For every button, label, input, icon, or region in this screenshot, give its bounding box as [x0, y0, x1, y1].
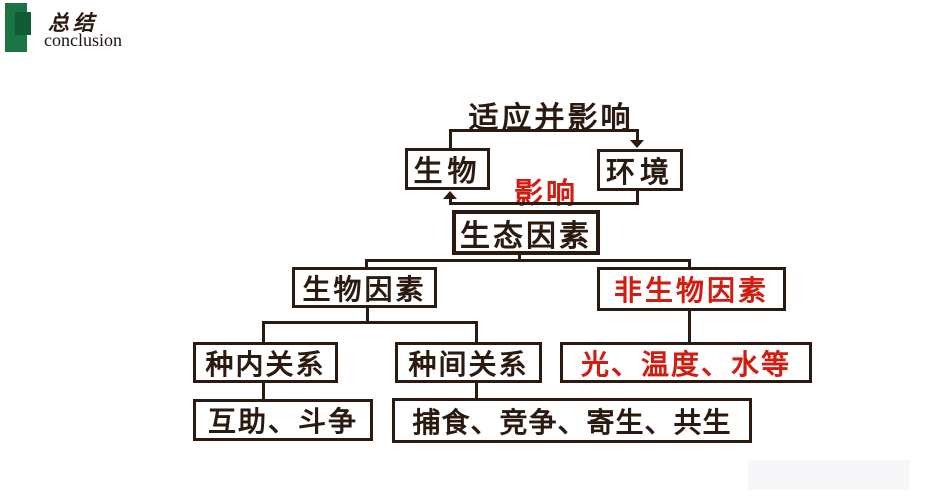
connector-biotic-down-stub — [366, 308, 369, 323]
slide-section-subtitle: conclusion — [44, 30, 122, 50]
node-intraspecific-examples: 互助、斗争 — [193, 399, 373, 441]
connector-biotic-bracket-horizontal — [262, 321, 478, 324]
node-interspecific-relation: 种间关系 — [395, 342, 542, 383]
connector-to-biotic-vertical — [365, 259, 368, 268]
node-environment: 环境 — [597, 149, 683, 191]
connector-top-horizontal — [449, 129, 639, 132]
arrowhead-into-environment — [630, 140, 644, 148]
connector-to-interspecific-vertical — [475, 321, 478, 342]
faint-watermark-band — [748, 460, 910, 490]
connector-interspecific-to-examples — [475, 383, 478, 398]
badge-green-step — [15, 12, 31, 35]
node-biotic-factors: 生物因素 — [292, 267, 437, 308]
node-organism: 生物 — [405, 148, 490, 190]
label-influence: 影响 — [513, 178, 578, 210]
connector-influence-horizontal — [449, 202, 639, 205]
connector-eco-down-stub — [518, 255, 521, 260]
connector-intraspecific-to-examples — [262, 383, 265, 399]
node-interspecific-examples: 捕食、竞争、寄生、共生 — [392, 398, 752, 443]
connector-environment-bottom-vertical — [636, 191, 639, 205]
connector-top-right-vertical — [636, 129, 639, 141]
node-ecological-factors: 生态因素 — [452, 210, 600, 255]
node-abiotic-factors: 非生物因素 — [597, 267, 786, 311]
arrowhead-into-organism — [443, 191, 457, 199]
node-abiotic-examples: 光、温度、水等 — [560, 342, 812, 383]
slide-section-title: 总结 — [48, 11, 98, 35]
connector-top-left-vertical — [449, 129, 452, 149]
connector-to-intraspecific-vertical — [262, 321, 265, 342]
connector-abiotic-to-examples — [688, 311, 691, 342]
connector-organism-bottom-stub — [449, 198, 452, 204]
node-intraspecific-relation: 种内关系 — [193, 342, 338, 383]
connector-eco-bracket-horizontal — [365, 259, 691, 262]
connector-to-abiotic-vertical — [688, 259, 691, 268]
